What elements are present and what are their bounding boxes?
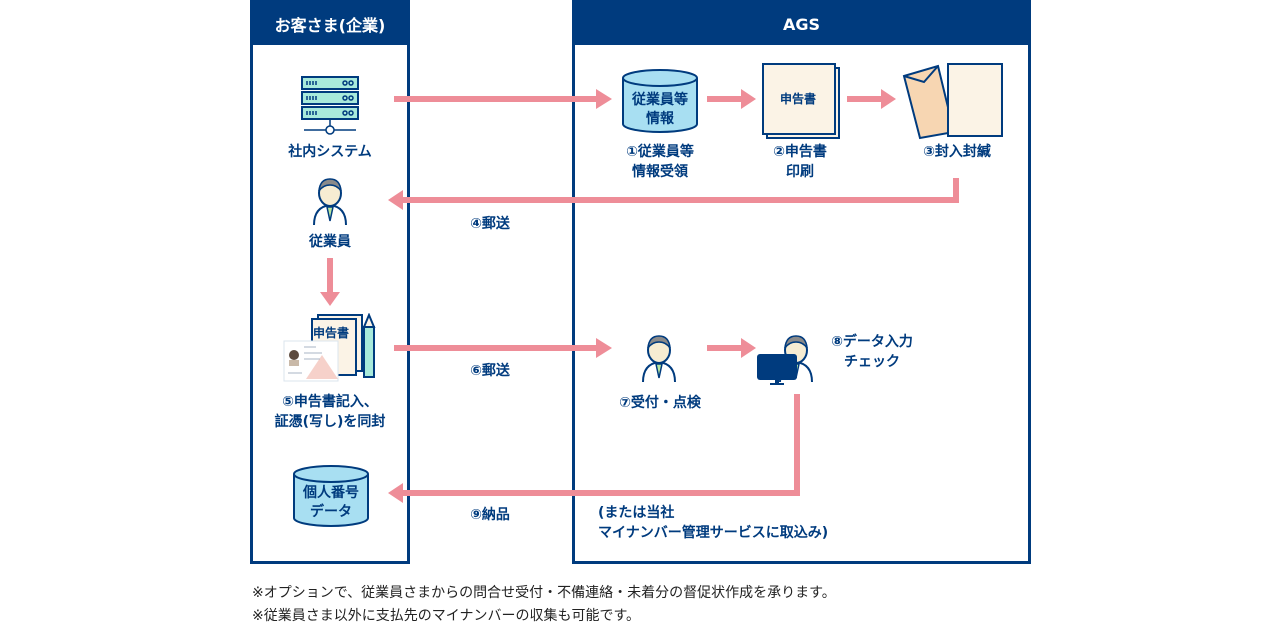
result-database-icon <box>293 465 369 527</box>
result-database-label: 個人番号 データ <box>292 484 370 522</box>
arrow-delivery-to-client <box>388 394 800 503</box>
step8-line2: チェック <box>844 354 900 370</box>
arrow-check-to-input <box>707 338 756 358</box>
step3-label: ③封入封緘 <box>923 144 991 160</box>
staff-icon <box>642 335 676 383</box>
printed-form-icon <box>762 63 840 139</box>
step5-label-line2: 証憑(写し)を同封 <box>274 414 386 430</box>
arrow-mail-to-employee <box>388 178 959 210</box>
step5-label-line1: ⑤申告書記入、 <box>282 394 378 410</box>
server-icon <box>301 76 359 135</box>
alt-line1: (または当社 <box>598 505 675 521</box>
arrow-form-to-ags <box>394 338 612 358</box>
step1-line2: 情報受領 <box>632 164 688 180</box>
step7-label: ⑦受付・点検 <box>619 395 701 411</box>
employee-info-database-label: 従業員等 情報 <box>621 91 699 129</box>
step1-label: ①従業員等 情報受領 <box>600 142 720 182</box>
employee-label: 従業員 <box>309 234 351 250</box>
alt-line2: マイナンバー管理サービスに取込み) <box>598 525 829 541</box>
note-payees: ※従業員さま以外に支払先のマイナンバーの収集も可能です。 <box>252 608 641 624</box>
step6-label: ⑥郵送 <box>470 363 510 379</box>
step2-line1: ②申告書 <box>773 144 827 160</box>
client-lane-header: お客さま(企業) <box>253 3 407 45</box>
result-db-line2: データ <box>310 504 352 520</box>
employee-icon <box>313 178 347 226</box>
printed-form-label: 申告書 <box>779 92 816 106</box>
db-line1: 従業員等 <box>632 92 688 108</box>
step2-label: ②申告書 印刷 <box>760 142 840 182</box>
result-db-line1: 個人番号 <box>303 485 359 501</box>
ags-lane-header: AGS <box>575 3 1028 45</box>
step1-line1: ①従業員等 <box>626 144 694 160</box>
step2-line2: 印刷 <box>786 164 814 180</box>
step9-label: ⑨納品 <box>470 507 510 523</box>
staff-with-monitor-icon <box>757 335 813 385</box>
system-label: 社内システム <box>288 144 372 160</box>
step4-label: ④郵送 <box>470 216 510 232</box>
envelope-icon <box>902 63 1003 140</box>
step8-line1: ⑧データ入力 <box>831 334 913 350</box>
arrow-system-to-ags <box>394 89 612 109</box>
note-option: ※オプションで、従業員さまからの問合せ受付・不備連絡・未着分の督促状作成を承りま… <box>252 585 836 601</box>
step5-label: ⑤申告書記入、 証憑(写し)を同封 <box>260 392 400 432</box>
arrow-employee-to-form <box>320 258 340 306</box>
alternative-label: (または当社 マイナンバー管理サービスに取込み) <box>598 503 828 543</box>
db-line2: 情報 <box>646 111 674 127</box>
arrow-db-to-print <box>707 89 756 109</box>
form-doc-label: 申告書 <box>313 326 350 340</box>
arrow-print-to-enclose <box>847 89 896 109</box>
step8-label: ⑧データ入力 チェック <box>822 332 922 372</box>
form-with-id-card-icon <box>283 313 376 382</box>
employee-info-database-icon <box>622 69 698 133</box>
